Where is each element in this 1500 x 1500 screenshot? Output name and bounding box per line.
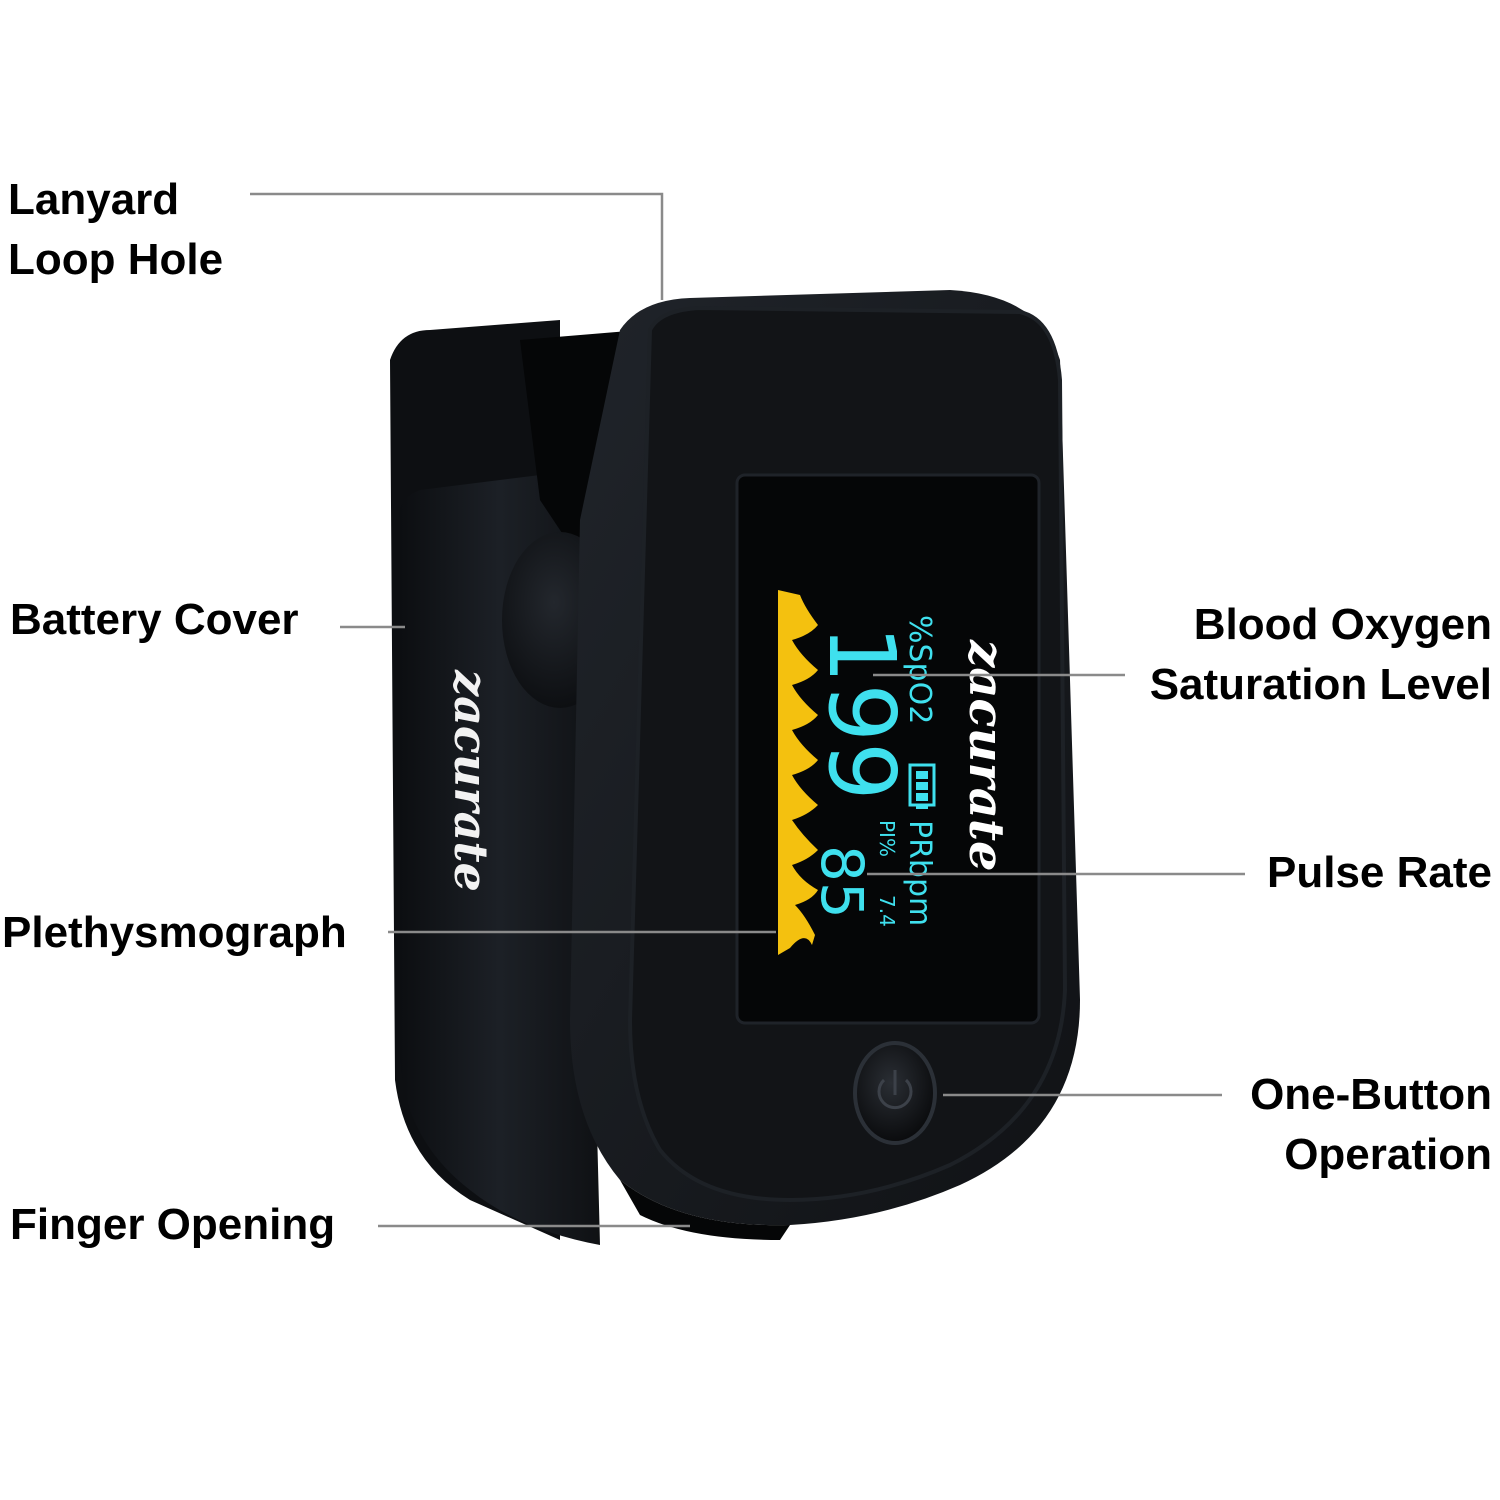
side-logo: zacurate xyxy=(444,669,498,892)
callout-finger-opening: Finger Opening xyxy=(10,1200,336,1249)
front-logo: zacurate xyxy=(958,639,1014,872)
plethysmograph-waveform xyxy=(778,590,818,955)
leader-lines xyxy=(250,192,1245,1228)
callout-one-button: One-Button Operation xyxy=(1250,1065,1492,1185)
spo2-digits: 99 xyxy=(808,684,915,801)
callout-plethysmograph: Plethysmograph xyxy=(2,908,347,957)
callout-lanyard-loop-hole: Lanyard Loop Hole xyxy=(8,170,223,290)
device-finger-slot-bottom xyxy=(620,1180,790,1240)
display-content: 199 %SpO2 PRbpm 85 PI% 7.4 xyxy=(778,590,1014,955)
pi-value: 7.4 xyxy=(875,895,899,927)
callout-lanyard-line1: Lanyard xyxy=(8,175,180,224)
spo2-label: %SpO2 xyxy=(902,615,937,724)
callout-blood-oxygen: Blood Oxygen Saturation Level xyxy=(1150,595,1492,715)
power-button[interactable] xyxy=(853,1041,937,1145)
callout-one-button-line1: One-Button xyxy=(1250,1070,1492,1119)
spo2-value: 199 xyxy=(808,625,915,801)
callout-one-button-line2: Operation xyxy=(1284,1130,1492,1179)
callout-blood-oxygen-line1: Blood Oxygen xyxy=(1193,600,1492,649)
pr-value: 85 xyxy=(808,845,876,919)
callout-battery-cover: Battery Cover xyxy=(10,595,299,644)
callout-pulse-rate: Pulse Rate xyxy=(1267,848,1492,897)
leader-lanyard xyxy=(250,192,664,300)
callout-blood-oxygen-line2: Saturation Level xyxy=(1149,660,1492,709)
pi-label: PI% xyxy=(875,820,899,857)
callout-lanyard-line2: Loop Hole xyxy=(8,235,224,284)
power-icon xyxy=(877,1070,913,1110)
display-bezel xyxy=(735,473,1041,1025)
battery-icon xyxy=(908,763,936,809)
